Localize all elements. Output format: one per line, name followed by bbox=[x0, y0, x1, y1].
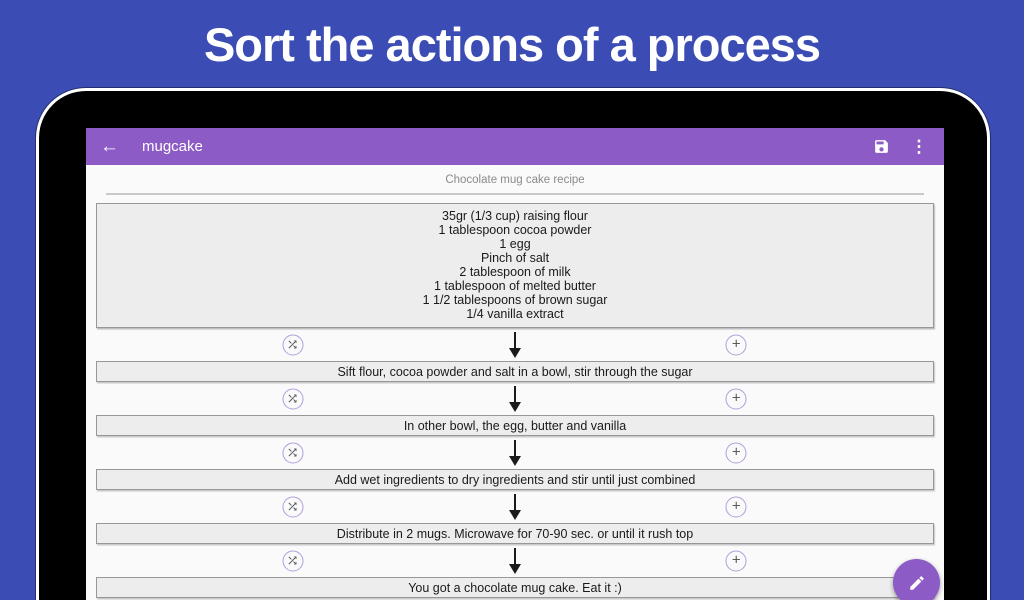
ingredient-line: 2 tablespoon of milk bbox=[459, 265, 571, 279]
arrow-down-icon bbox=[509, 493, 521, 520]
shuffle-icon bbox=[288, 448, 297, 457]
add-step-button[interactable]: + bbox=[725, 496, 747, 517]
arrow-down-icon bbox=[509, 547, 521, 574]
arrow-down-icon bbox=[509, 385, 521, 412]
shuffle-icon bbox=[288, 340, 297, 349]
flowchart-content: Chocolate mug cake recipe 35gr (1/3 cup)… bbox=[86, 174, 944, 598]
shuffle-icon bbox=[288, 502, 297, 511]
shuffle-icon bbox=[288, 556, 297, 565]
edit-fab[interactable] bbox=[893, 559, 940, 600]
ingredient-line: 1 egg bbox=[499, 237, 531, 251]
ingredient-line: 1/4 vanilla extract bbox=[466, 307, 564, 321]
arrow-down-icon bbox=[509, 331, 521, 358]
add-step-button[interactable]: + bbox=[725, 334, 747, 355]
ingredient-line: 1 tablespoon cocoa powder bbox=[438, 223, 592, 237]
back-icon[interactable]: ← bbox=[100, 135, 119, 157]
add-step-button[interactable]: + bbox=[725, 442, 747, 463]
ingredient-line: 1 1/2 tablespoons of brown sugar bbox=[422, 293, 608, 307]
connector-row: + bbox=[96, 436, 934, 469]
connector-row: + bbox=[96, 382, 934, 415]
pencil-icon bbox=[909, 575, 924, 590]
swap-steps-button[interactable] bbox=[282, 550, 304, 571]
connector-row: + bbox=[96, 328, 934, 361]
shuffle-icon bbox=[288, 394, 297, 403]
app-title: mugcake bbox=[142, 138, 203, 155]
banner-title: Sort the actions of a process bbox=[203, 17, 821, 71]
process-title[interactable]: Chocolate mug cake recipe bbox=[106, 174, 924, 195]
steps-list: + Sift flour, cocoa powder and salt in a … bbox=[96, 328, 934, 598]
tablet-frame: ← mugcake ⋮ Chocolate mug cake recipe 35… bbox=[36, 88, 990, 600]
save-icon[interactable] bbox=[870, 136, 892, 158]
step-box[interactable]: Sift flour, cocoa powder and salt in a b… bbox=[96, 361, 934, 382]
connector-row: + bbox=[96, 544, 934, 577]
swap-steps-button[interactable] bbox=[282, 334, 304, 355]
overflow-menu-icon[interactable]: ⋮ bbox=[910, 136, 928, 156]
step-box[interactable]: You got a chocolate mug cake. Eat it :) bbox=[96, 577, 934, 598]
connector-row: + bbox=[96, 490, 934, 523]
ingredient-line: Pinch of salt bbox=[480, 251, 550, 265]
step-box[interactable]: In other bowl, the egg, butter and vanil… bbox=[96, 415, 934, 436]
add-step-button[interactable]: + bbox=[725, 550, 747, 571]
app-screen: ← mugcake ⋮ Chocolate mug cake recipe 35… bbox=[86, 128, 944, 600]
ingredient-line: 1 tablespoon of melted butter bbox=[434, 279, 596, 293]
step-box[interactable]: Distribute in 2 mugs. Microwave for 70-9… bbox=[96, 523, 934, 544]
step-box[interactable]: Add wet ingredients to dry ingredients a… bbox=[96, 469, 934, 490]
add-step-button[interactable]: + bbox=[725, 388, 747, 409]
app-bar: ← mugcake ⋮ bbox=[86, 128, 944, 165]
swap-steps-button[interactable] bbox=[282, 442, 304, 463]
swap-steps-button[interactable] bbox=[282, 496, 304, 517]
arrow-down-icon bbox=[509, 439, 521, 466]
swap-steps-button[interactable] bbox=[282, 388, 304, 409]
ingredient-line: 35gr (1/3 cup) raising flour bbox=[442, 209, 588, 223]
